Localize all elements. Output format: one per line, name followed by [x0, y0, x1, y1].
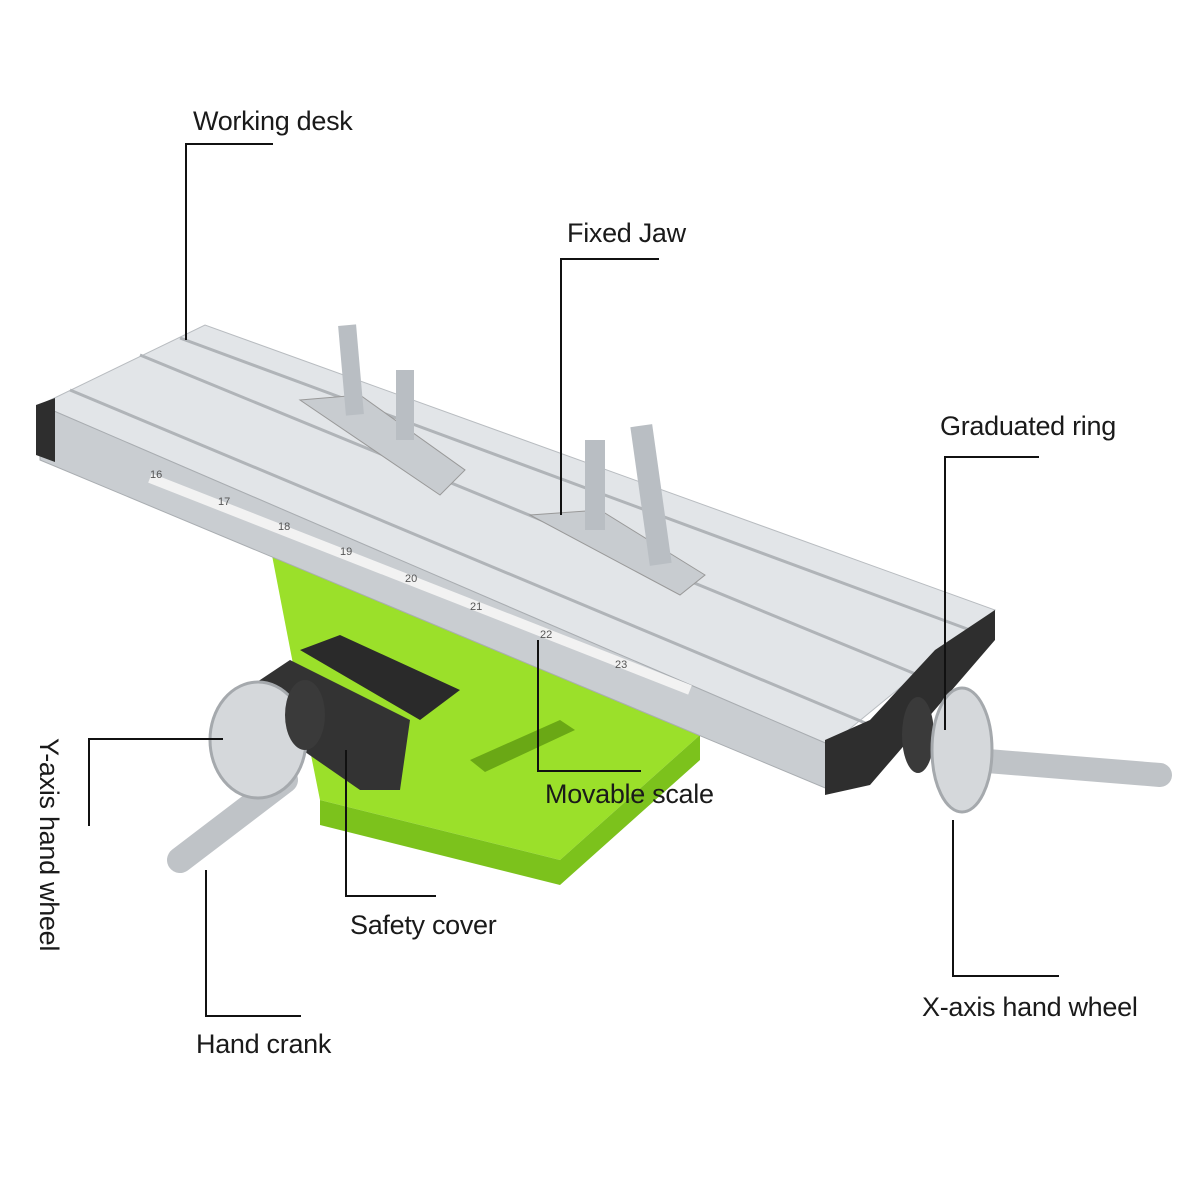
- x-axis-hand-wheel: [930, 686, 994, 814]
- graduated-ring: [902, 697, 934, 773]
- scale-number: 22: [540, 629, 552, 641]
- x-hand-crank: [963, 748, 1172, 787]
- label-movable-scale: Movable scale: [545, 779, 714, 809]
- fixed-jaw-clamp: [528, 509, 706, 596]
- label-graduated-ring: Graduated ring: [940, 411, 1116, 441]
- callout-line: [952, 975, 1059, 977]
- y-graduated-ring: [285, 680, 325, 750]
- callout-line: [944, 456, 946, 730]
- safety-cover: [300, 635, 460, 720]
- callout-line: [185, 143, 273, 145]
- clamp-left: [298, 394, 466, 496]
- label-hand-crank: Hand crank: [196, 1029, 332, 1059]
- callout-line: [560, 258, 659, 260]
- callout-line: [537, 770, 641, 772]
- callout-line: [88, 738, 90, 826]
- bolt: [338, 324, 364, 416]
- label-safety-cover: Safety cover: [350, 910, 497, 940]
- callout-line: [560, 258, 562, 515]
- scale-number: 20: [405, 573, 417, 585]
- callout-line: [88, 738, 223, 740]
- label-x-axis-hand-wheel: X-axis hand wheel: [922, 992, 1138, 1022]
- scale-number: 21: [470, 601, 482, 613]
- callout-line: [537, 640, 539, 771]
- label-working-desk: Working desk: [193, 106, 353, 136]
- green-base-foot: [320, 735, 700, 885]
- bolt: [396, 370, 414, 440]
- scale-number: 23: [615, 659, 627, 671]
- callout-line: [205, 870, 207, 1016]
- movable-scale: [148, 473, 692, 695]
- scale-number: 16: [150, 469, 162, 481]
- callout-line: [944, 456, 1039, 458]
- callout-line: [185, 143, 187, 340]
- callout-line: [952, 820, 954, 976]
- scale-number: 18: [278, 521, 290, 533]
- callout-line: [345, 895, 436, 897]
- callout-line: [205, 1015, 301, 1017]
- scale-number: 19: [340, 546, 352, 558]
- callout-line: [345, 750, 347, 896]
- base-slot: [470, 720, 575, 772]
- end-cap-left: [36, 398, 55, 462]
- label-y-axis-hand-wheel: Y-axis hand wheel: [34, 738, 64, 952]
- bolt: [585, 440, 605, 530]
- bolt: [630, 424, 672, 566]
- scale-number: 17: [218, 496, 230, 508]
- label-fixed-jaw: Fixed Jaw: [567, 218, 686, 248]
